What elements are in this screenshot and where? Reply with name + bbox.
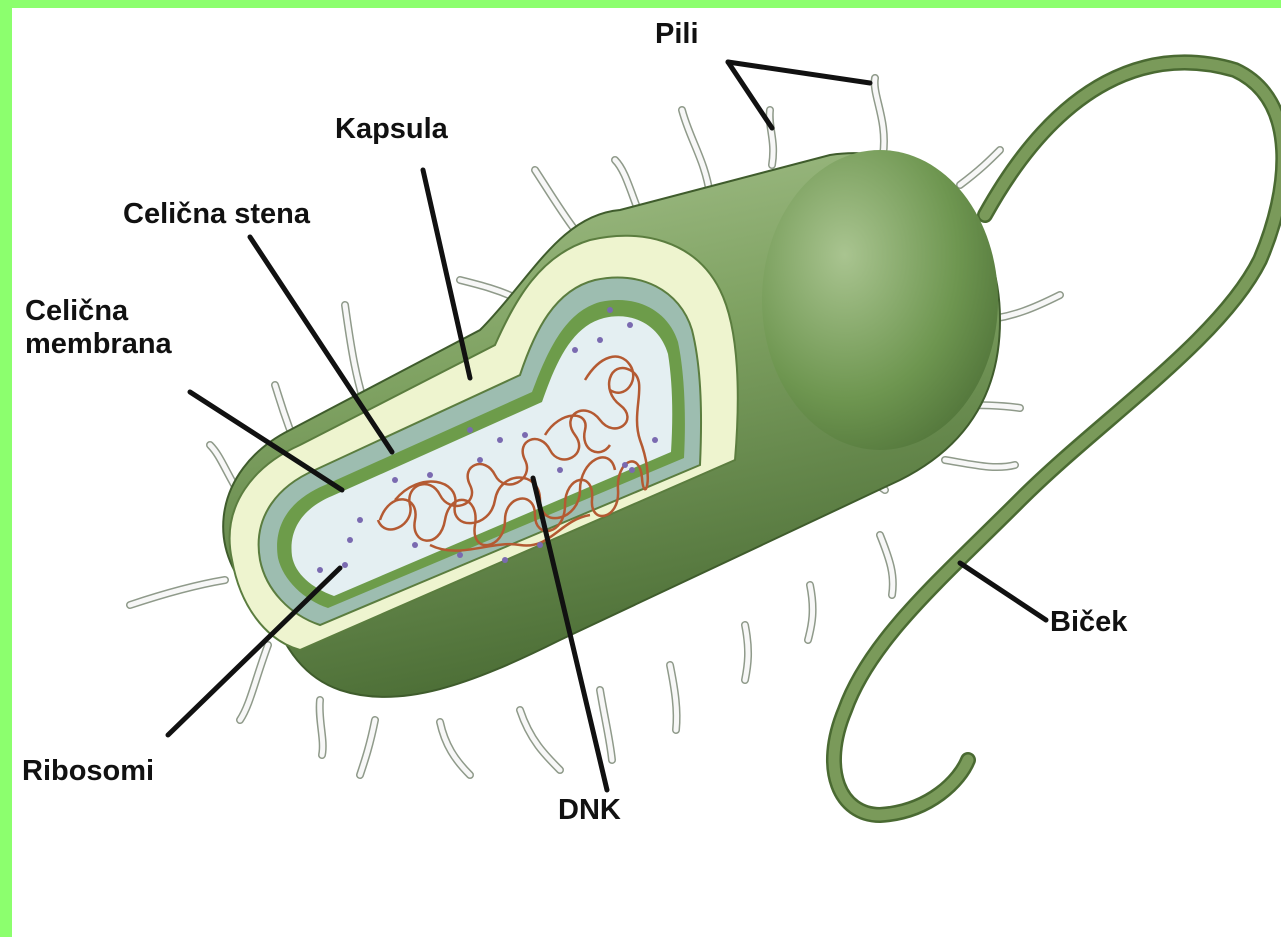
label-celicna-membrana-line2: membrana (25, 328, 172, 361)
leader-pili-b (728, 62, 870, 83)
label-pili: Pili (655, 18, 699, 51)
label-ribosomi: Ribosomi (22, 755, 154, 788)
label-celicna-membrana-line1: Celična (25, 295, 172, 328)
label-celicna-membrana: Celična membrana (25, 295, 172, 362)
label-bicek: Biček (1050, 606, 1127, 639)
leader-pili-a (728, 62, 772, 128)
label-kapsula: Kapsula (335, 113, 448, 146)
leader-bicek (960, 563, 1046, 620)
capsule-end-cap (762, 150, 998, 450)
label-celicna-stena: Celična stena (123, 198, 310, 231)
label-dnk: DNK (558, 794, 621, 827)
